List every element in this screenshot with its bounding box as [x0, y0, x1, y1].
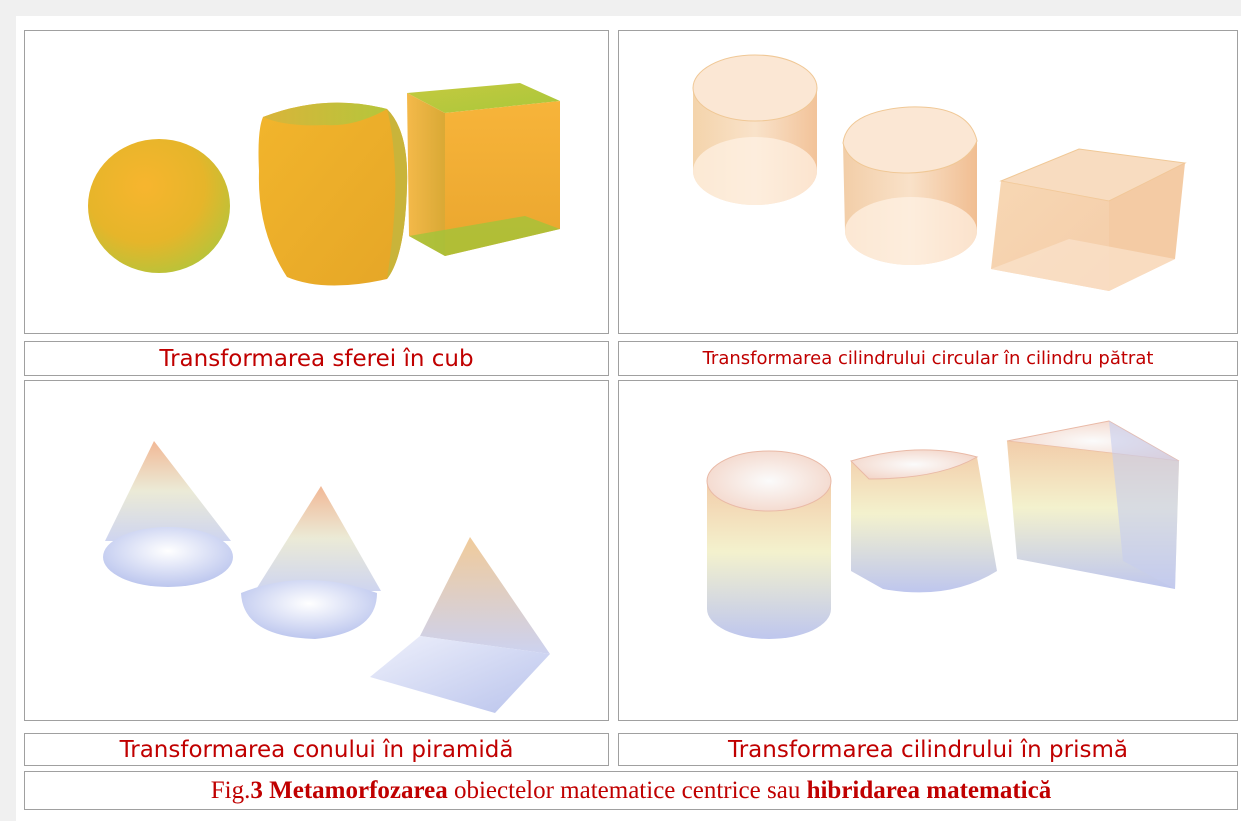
- image-sphere-to-cube: [24, 30, 609, 334]
- square-cylinder-shape: [991, 148, 1187, 291]
- sphere-shape: [88, 139, 230, 273]
- figure-label: Fig.: [210, 776, 251, 804]
- cylinder-shape: [706, 450, 832, 639]
- transitional-cone-shape: [241, 486, 381, 639]
- caption-cylinder-to-prism: Transformarea cilindrului în prismă: [618, 733, 1238, 766]
- caption-sphere-to-cube: Transformarea sferei în cub: [24, 341, 609, 376]
- caption-text: Transformarea conului în piramidă: [119, 736, 514, 763]
- image-cylinder-to-prism: [618, 380, 1238, 721]
- caption-cylinder-to-square: Transformarea cilindrului circular în ci…: [618, 341, 1238, 376]
- transitional-prism-shape: [850, 449, 997, 593]
- figure-caption-middle: obiectelor matematice centrice sau: [453, 776, 801, 804]
- circular-cylinder-shape: [692, 54, 818, 205]
- cube-shape: [407, 83, 560, 256]
- caption-text: Transformarea sferei în cub: [159, 345, 474, 372]
- figure-caption: Fig.3 Metamorfozarea obiectelor matemati…: [24, 771, 1238, 810]
- image-cylinder-to-square-cylinder: [618, 30, 1238, 334]
- transitional-cylinder-shape: [842, 106, 978, 265]
- cone-shape: [103, 441, 233, 587]
- caption-text: Transformarea cilindrului în prismă: [728, 736, 1128, 763]
- figure-term-metamorfozarea: Metamorfozarea: [269, 776, 448, 804]
- prism-shape: [1006, 420, 1180, 589]
- rounded-cube-shape: [258, 102, 408, 286]
- pyramid-shape: [370, 537, 550, 713]
- figure-number: 3: [250, 776, 263, 804]
- figure-term-hibridarea: hibridarea matematică: [806, 776, 1052, 804]
- caption-text: Transformarea cilindrului circular în ci…: [702, 348, 1154, 369]
- caption-cone-to-pyramid: Transformarea conului în piramidă: [24, 733, 609, 766]
- image-cone-to-pyramid: [24, 380, 609, 721]
